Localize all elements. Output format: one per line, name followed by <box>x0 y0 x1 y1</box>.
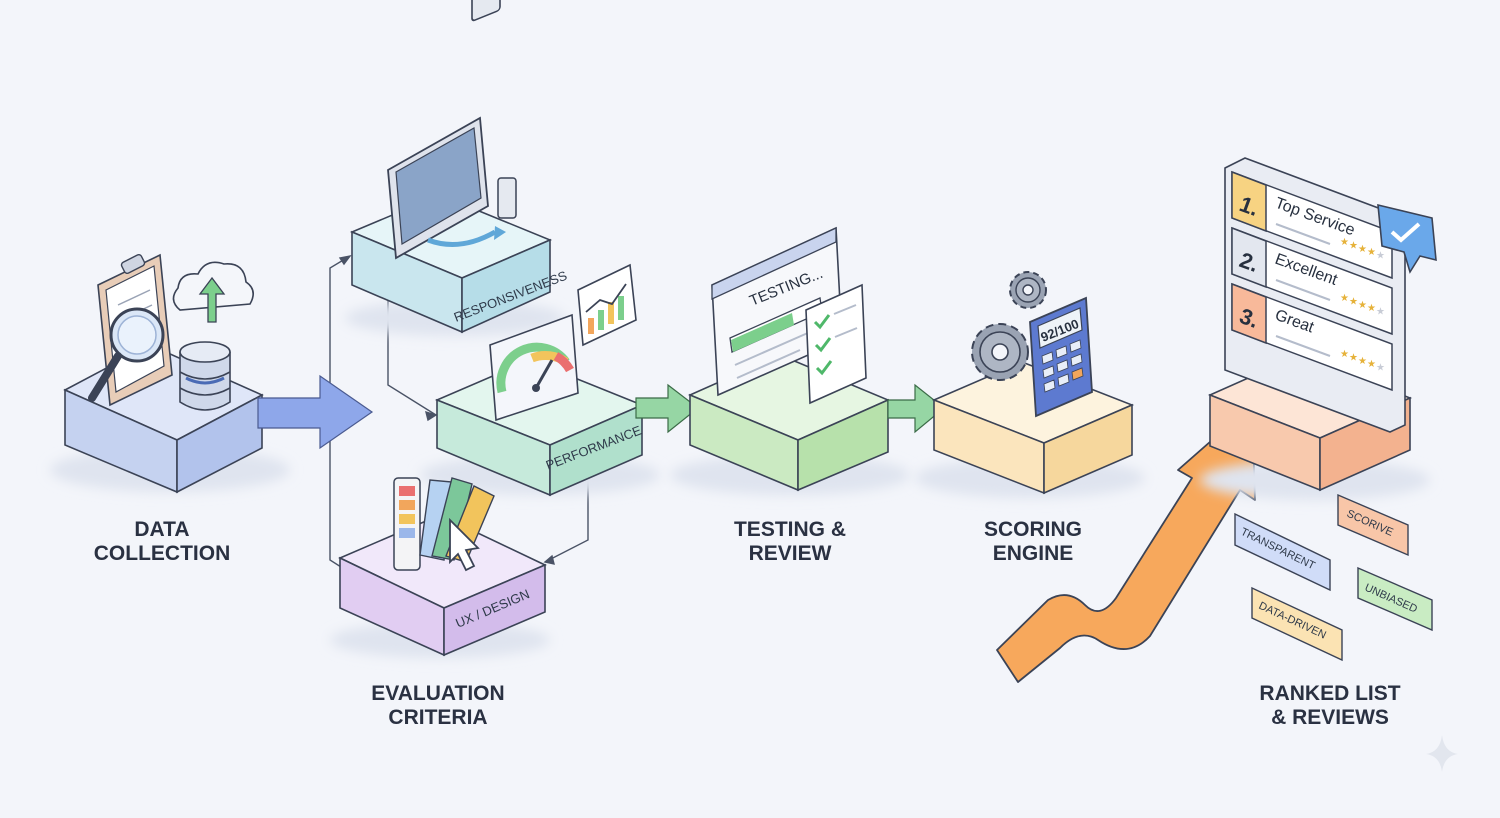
cursor-icon <box>449 517 480 572</box>
check-badge-icon <box>1377 203 1437 274</box>
svg-text:★: ★ <box>1349 352 1358 363</box>
flow-arrow-3 <box>887 383 945 434</box>
svg-text:★: ★ <box>1349 240 1358 251</box>
tag-data-driven: DATA-DRIVEN <box>1251 586 1343 662</box>
stage-label-scoring-2: ENGINE <box>993 542 1074 565</box>
svg-text:★: ★ <box>1367 359 1376 370</box>
color-swatches-icon <box>393 477 495 571</box>
svg-text:★: ★ <box>1349 296 1358 307</box>
rank-badge <box>1231 226 1267 289</box>
ranked-card: 1.Top Service★★★★★ <box>1231 170 1393 280</box>
tag-transparent: TRANSPARENT <box>1234 512 1331 592</box>
stage-label-data-collection-2: COLLECTION <box>94 542 231 565</box>
growth-chart-icon <box>577 263 637 347</box>
stage-label-evaluation-2: CRITERIA <box>388 706 487 729</box>
data-collection-block <box>50 344 290 494</box>
flow-arrow-2 <box>635 383 699 434</box>
checklist-icon <box>805 283 867 405</box>
stage-label-ranked-1: RANKED LIST <box>1259 682 1400 705</box>
stage-label-evaluation-1: EVALUATION <box>371 682 504 705</box>
gauge-icon <box>489 313 579 422</box>
testing-review-block <box>670 354 910 495</box>
stage-label-scoring-1: SCORING <box>984 518 1082 541</box>
devices-icon <box>387 0 517 260</box>
ux-design-block: UX / DESIGN <box>330 514 550 658</box>
magnifier-icon <box>88 307 165 402</box>
svg-text:★: ★ <box>1358 356 1367 367</box>
svg-text:★: ★ <box>1358 300 1367 311</box>
svg-text:★: ★ <box>1340 237 1349 248</box>
star-rating-icon: ★★★★★ <box>1340 349 1385 374</box>
stage-label-testing-1: TESTING & <box>734 518 846 541</box>
svg-text:★: ★ <box>1340 293 1349 304</box>
stage-label-ranked-2: & REVIEWS <box>1271 706 1389 729</box>
svg-text:★: ★ <box>1376 363 1385 374</box>
ranked-card: 2.Excellent★★★★★ <box>1231 226 1393 336</box>
svg-text:★: ★ <box>1367 303 1376 314</box>
calculator-keys <box>1041 339 1084 393</box>
database-icon <box>179 341 231 411</box>
svg-text:★: ★ <box>1376 251 1385 262</box>
ranked-cards: 1.Top Service★★★★★2.Excellent★★★★★3.Grea… <box>1231 170 1393 392</box>
tag-scorive: SCORIVE <box>1337 493 1409 557</box>
svg-text:★: ★ <box>1340 349 1349 360</box>
rank-badge <box>1231 282 1267 345</box>
sparkle-icon <box>1426 735 1458 772</box>
gears-icon <box>971 271 1047 381</box>
tag-unbiased: UNBIASED <box>1357 566 1433 632</box>
stage-label-data-collection-1: DATA <box>134 518 189 541</box>
star-rating-icon: ★★★★★ <box>1340 293 1385 318</box>
svg-text:★: ★ <box>1367 247 1376 258</box>
star-rating-icon: ★★★★★ <box>1340 237 1385 262</box>
svg-text:★: ★ <box>1376 307 1385 318</box>
ranked-card: 3.Great★★★★★ <box>1231 282 1393 392</box>
flow-arrow-1 <box>257 374 374 450</box>
stage-label-testing-2: REVIEW <box>749 542 832 565</box>
calculator-icon: 92/100 <box>1029 296 1093 418</box>
cloud-upload-icon <box>172 261 254 323</box>
scoring-engine-block <box>915 361 1145 498</box>
svg-text:★: ★ <box>1358 244 1367 255</box>
rank-badge <box>1231 170 1267 233</box>
